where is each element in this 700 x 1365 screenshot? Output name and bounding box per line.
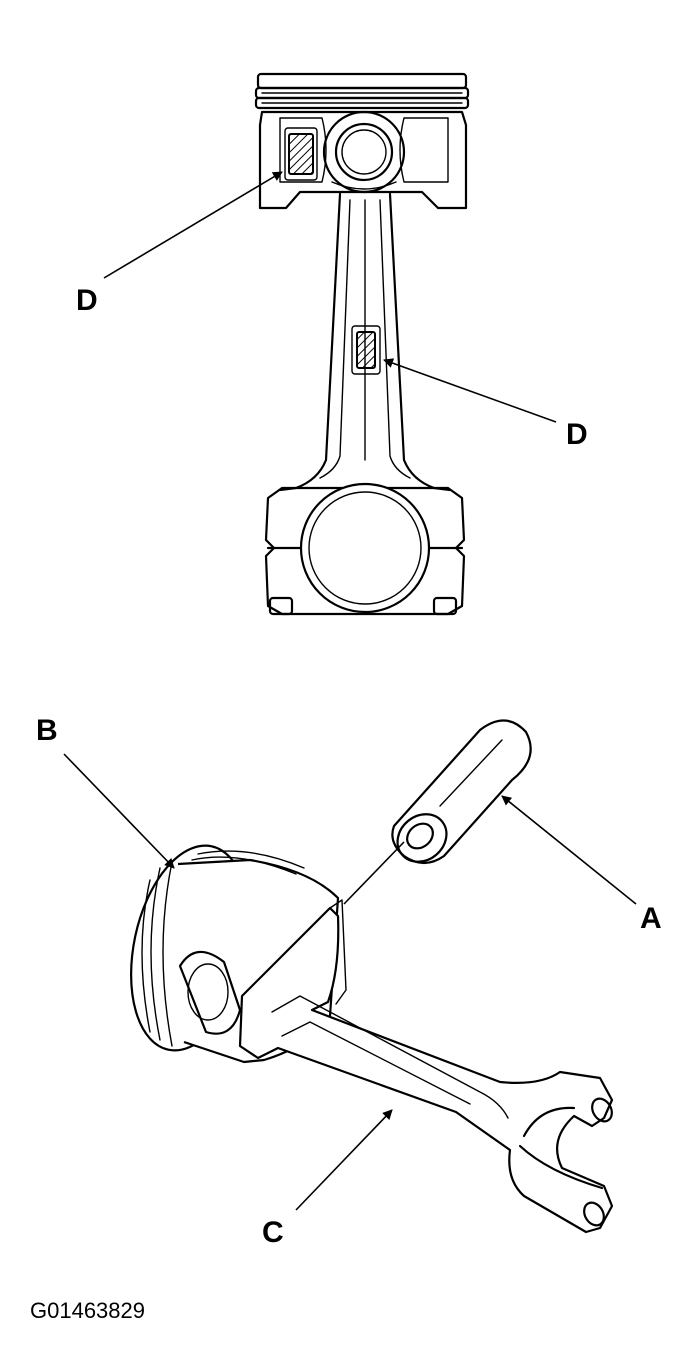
label-c: C	[262, 1216, 284, 1249]
label-d-upper: D	[76, 284, 98, 317]
figure-code: G01463829	[30, 1298, 145, 1323]
mark-rod	[356, 331, 376, 369]
label-b: B	[36, 714, 58, 747]
piston-pin	[391, 719, 532, 865]
leader-c	[295, 1109, 393, 1211]
piston-crown	[254, 72, 470, 110]
label-d-lower: D	[566, 418, 588, 451]
assembled-piston-rod	[254, 72, 470, 616]
leader-b	[63, 753, 175, 869]
rod-big-end	[264, 482, 466, 616]
leader-a-pin-axis	[343, 841, 405, 905]
piston-pin-boss	[322, 110, 406, 194]
piston-skirt	[258, 110, 468, 210]
leader-a	[501, 795, 637, 905]
leader-d-upper	[103, 171, 283, 279]
rod-beam	[278, 192, 452, 492]
mark-piston	[288, 133, 314, 175]
rod-perspective	[238, 899, 614, 1234]
leader-d-lower	[383, 358, 557, 423]
label-a: A	[640, 902, 662, 935]
